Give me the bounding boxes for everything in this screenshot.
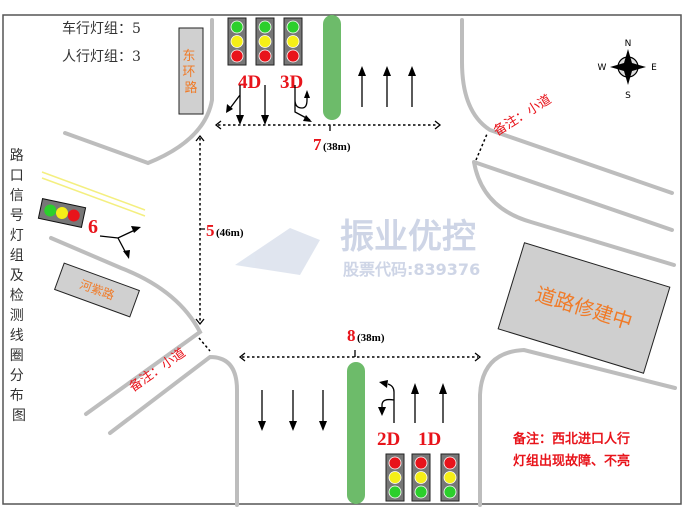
signal-head-1d-straight	[411, 453, 431, 502]
fault-note-line1: 备注：西北进口人行	[512, 431, 630, 447]
green-light-icon	[230, 20, 244, 34]
group-label-2d: 2D	[377, 429, 400, 450]
yellow-line	[41, 177, 146, 217]
east-ring-road-sign	[178, 27, 204, 115]
traffic-lights	[227, 17, 460, 502]
svg-text:N: N	[625, 39, 632, 49]
green-light-icon	[258, 20, 272, 34]
red-light-icon	[388, 456, 402, 470]
side-title: 路 口 信 号 灯 组 及 检 测 线 圈 分 布 图	[10, 148, 28, 424]
signal-head-2d-left	[385, 453, 405, 502]
signal-head-4d-straight	[255, 17, 275, 66]
yellow-light-icon	[56, 207, 68, 219]
svg-text:E: E	[651, 63, 657, 73]
red-light-icon	[286, 49, 300, 63]
svg-text:W: W	[598, 63, 607, 73]
group-6-arrows-icon	[99, 226, 141, 259]
detector-8-id: 8	[347, 326, 356, 345]
yellow-light-icon	[230, 35, 244, 48]
signal-head-4d-left	[227, 17, 247, 66]
green-light-icon	[443, 485, 457, 499]
median-south	[347, 362, 365, 504]
compass-icon: N S W E	[598, 39, 658, 101]
watermark-code: 股票代码:839376	[343, 260, 480, 279]
signal-head-3d-right	[283, 17, 303, 66]
yellow-light-icon	[388, 471, 402, 484]
green-light-icon	[388, 485, 402, 499]
curb-east-alley	[472, 160, 674, 232]
vehicle-group-count: 车行灯组：5	[62, 20, 141, 37]
group-label-4d: 4D	[238, 72, 261, 93]
detector-8: 8 (38m)	[238, 326, 482, 362]
detector-5: 5 (46m)	[195, 134, 244, 326]
green-light-icon	[414, 485, 428, 499]
curb-northeast	[460, 18, 674, 195]
watermark: 振业优控 股票代码:839376	[235, 217, 480, 279]
yellow-light-icon	[443, 471, 457, 484]
yellow-light-icon	[414, 471, 428, 484]
yellow-light-icon	[286, 35, 300, 48]
green-light-icon	[44, 204, 57, 217]
red-light-icon	[258, 49, 272, 63]
red-light-icon	[414, 456, 428, 470]
detector-7-length: (38m)	[323, 141, 351, 153]
fault-note-line2: 灯组出现故障、不亮	[513, 453, 630, 469]
detector-7: 7 (38m)	[214, 120, 442, 154]
detector-7-id: 7	[313, 135, 322, 154]
watermark-name: 振业优控	[340, 217, 476, 257]
detector-8-length: (38m)	[357, 332, 385, 344]
pedestrian-group-count: 人行灯组：3	[62, 49, 141, 65]
construction-area: 道路修建中	[497, 242, 671, 374]
detector-5-id: 5	[206, 221, 215, 240]
yellow-line	[41, 171, 146, 211]
red-light-icon	[67, 209, 80, 222]
curb-southwest	[108, 354, 239, 507]
curb-east	[472, 160, 676, 267]
curb-west	[49, 236, 203, 416]
detector-5-length: (46m)	[216, 227, 244, 239]
east-ring-road-label: 东 环 路	[182, 49, 199, 96]
signal-group-6	[37, 198, 87, 228]
curb-northwest	[63, 18, 214, 166]
road-curbs	[49, 18, 677, 507]
group-label-3d: 3D	[280, 72, 303, 93]
median-north	[323, 15, 341, 120]
red-light-icon	[443, 456, 457, 470]
group-label-6: 6	[88, 216, 98, 238]
red-light-icon	[230, 49, 244, 63]
curb-southeast	[478, 347, 677, 507]
hezi-road-sign: 河紫路	[53, 262, 141, 318]
svg-text:S: S	[625, 91, 631, 101]
lane-arrows	[226, 66, 447, 431]
group-label-1d: 1D	[418, 429, 441, 450]
watermark-logo	[235, 228, 320, 275]
green-light-icon	[286, 20, 300, 34]
yellow-light-icon	[258, 35, 272, 48]
signal-head-1d-right	[440, 453, 460, 502]
